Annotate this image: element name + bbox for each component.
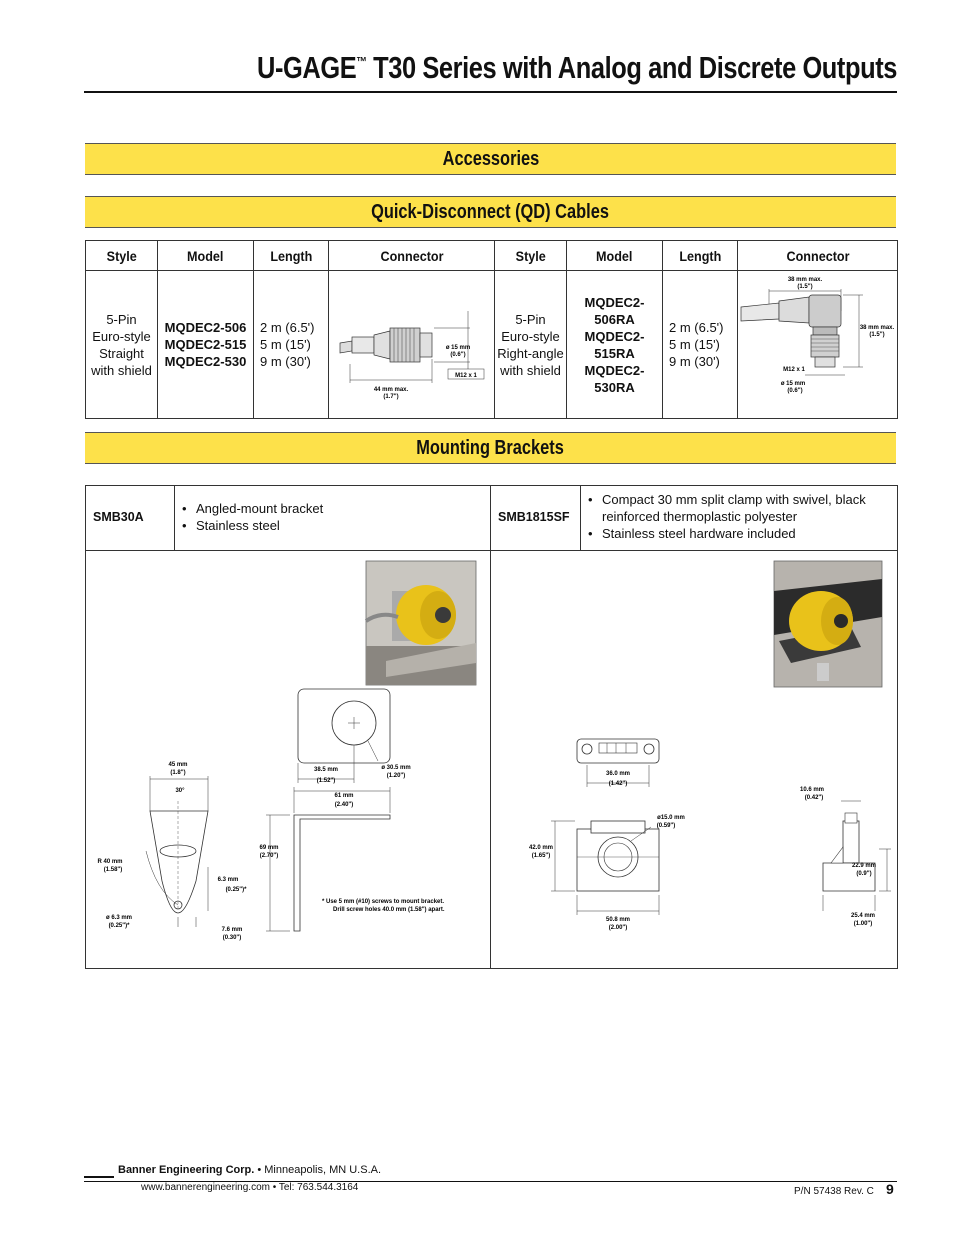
dim-25-4: 25.4 mm <box>851 913 875 919</box>
dim-r40: R 40 mm <box>97 859 122 865</box>
dim-6-3: 6.3 mm <box>218 877 239 883</box>
dim-7-6-in: (0.30") <box>223 935 242 941</box>
qd-cables-table: Style Model Length Connector Style Model… <box>85 240 898 419</box>
dim-45-in: (1.8") <box>170 770 185 776</box>
straight-connector-diagram: 44 mm max. (1.7") ø 15 mm (0.6") M12 x 1 <box>339 311 484 400</box>
smb1815sf-model: SMB1815SF <box>498 510 570 524</box>
smb30a-drawing: 38.5 mm (1.52") ø 30.5 mm (1.20") 61 mm … <box>97 560 477 941</box>
right-angle-connector-diagram: 38 mm max. (1.5") 38 mm max <box>740 277 894 394</box>
section-qd-cables: Quick-Disconnect (QD) Cables <box>85 196 896 228</box>
dim-25-4-in: (1.00") <box>854 921 873 927</box>
section-mounting-brackets: Mounting Brackets <box>85 432 896 464</box>
connector-right-angle-drawing: 38 mm max. (1.5") 38 mm max <box>737 270 898 419</box>
dim-d6-3-in: (0.25")* <box>109 923 131 929</box>
page-title: U-GAGE™ T30 Series with Analog and Discr… <box>257 50 897 85</box>
col-length-2: Length <box>662 240 738 271</box>
dim-30-5: ø 30.5 mm <box>381 765 410 771</box>
dim-38-5: 38.5 mm <box>314 767 338 773</box>
dim-69-in: (2.70") <box>260 853 279 859</box>
list-item: Compact 30 mm split clamp with swivel, b… <box>588 491 888 525</box>
dim-6-3-in: (0.25")* <box>226 887 248 893</box>
dim-10-6-in: (0.42") <box>805 795 824 801</box>
col-connector-2: Connector <box>737 240 898 271</box>
section-accessories: Accessories <box>85 143 896 175</box>
dim-36-in: (1.42") <box>609 781 628 787</box>
connector-straight-drawing: 44 mm max. (1.7") ø 15 mm (0.6") M12 x 1 <box>328 270 495 419</box>
dim-61-in: (2.40") <box>335 802 354 808</box>
dim-7-6: 7.6 mm <box>222 927 243 933</box>
dim-22-9-in: (0.9") <box>856 871 871 877</box>
footer-contact: www.bannerengineering.com • Tel: 763.544… <box>141 1182 359 1193</box>
list-item: Angled-mount bracket <box>182 500 482 517</box>
title-rule <box>84 91 897 93</box>
dim-diameter-in: (0.6") <box>450 352 465 358</box>
dim-10-6: 10.6 mm <box>800 787 824 793</box>
dim-d15: ø15.0 mm <box>657 815 685 821</box>
dim-thread: M12 x 1 <box>455 373 477 379</box>
dim-45: 45 mm <box>168 762 187 768</box>
dim-length: 44 mm max. <box>373 387 408 393</box>
dim-42: 42.0 mm <box>529 845 553 851</box>
col-length: Length <box>253 240 329 271</box>
dim-36: 36.0 mm <box>606 771 630 777</box>
lengths-straight: 2 m (6.5')5 m (15')9 m (30') <box>253 270 329 419</box>
smb30a-photo <box>364 560 477 686</box>
dim-69: 69 mm <box>259 845 278 851</box>
part-number: P/N 57438 Rev. C <box>794 1186 874 1197</box>
dim-side-in: (1.5") <box>869 332 884 338</box>
dim-side: 38 mm max. <box>859 325 894 331</box>
list-item: Stainless steel <box>182 517 482 534</box>
dim-diameter-ra-in: (0.6") <box>787 388 802 394</box>
footer-rule-left <box>84 1176 114 1178</box>
smb1815sf-drawing: 36.0 mm (1.42") 42.0 mm (1.65") ø15.0 mm… <box>529 560 891 931</box>
mounting-brackets-box: SMB30A Angled-mount bracket Stainless st… <box>85 485 898 969</box>
dim-length-in: (1.7") <box>383 394 398 400</box>
footer-rule <box>84 1181 897 1182</box>
smb1815sf-photo <box>773 560 883 688</box>
page-number: 9 <box>886 1181 894 1197</box>
note-line-2: Drill screw holes 40.0 mm (1.58") apart. <box>333 907 445 913</box>
dim-d6-3: ø 6.3 mm <box>106 915 132 921</box>
dim-50-8-in: (2.00") <box>609 925 628 931</box>
dim-30-deg: 30° <box>175 788 185 794</box>
col-style-2: Style <box>494 240 567 271</box>
note-line-1: * Use 5 mm (#10) screws to mount bracket… <box>322 899 444 905</box>
smb30a-features: Angled-mount bracket Stainless steel <box>182 500 482 534</box>
dim-r40-in: (1.58") <box>104 867 123 873</box>
list-item: Stainless steel hardware included <box>588 525 888 542</box>
lengths-right-angle: 2 m (6.5')5 m (15')9 m (30') <box>662 270 738 419</box>
footer-company: Banner Engineering Corp. • Minneapolis, … <box>118 1164 382 1176</box>
dim-22-9: 22.9 mm <box>852 863 876 869</box>
col-model: Model <box>157 240 254 271</box>
dim-42-in: (1.65") <box>532 853 551 859</box>
dim-diameter: ø 15 mm <box>445 345 469 351</box>
smb1815sf-features: Compact 30 mm split clamp with swivel, b… <box>588 491 888 542</box>
col-style: Style <box>85 240 158 271</box>
dim-61: 61 mm <box>334 793 353 799</box>
table-header-row: Style Model Length Connector Style Model… <box>85 240 898 271</box>
dim-50-8: 50.8 mm <box>606 917 630 923</box>
col-connector: Connector <box>328 240 495 271</box>
dim-top: 38 mm max. <box>787 277 822 283</box>
col-model-2: Model <box>566 240 663 271</box>
dim-30-5-in: (1.20") <box>387 773 406 779</box>
smb30a-model: SMB30A <box>93 510 144 524</box>
dim-top-in: (1.5") <box>797 284 812 290</box>
dim-thread-ra: M12 x 1 <box>783 367 805 373</box>
dim-diameter-ra: ø 15 mm <box>780 381 804 387</box>
dim-38-5-in: (1.52") <box>317 778 336 784</box>
dim-d15-in: (0.59") <box>657 823 676 829</box>
